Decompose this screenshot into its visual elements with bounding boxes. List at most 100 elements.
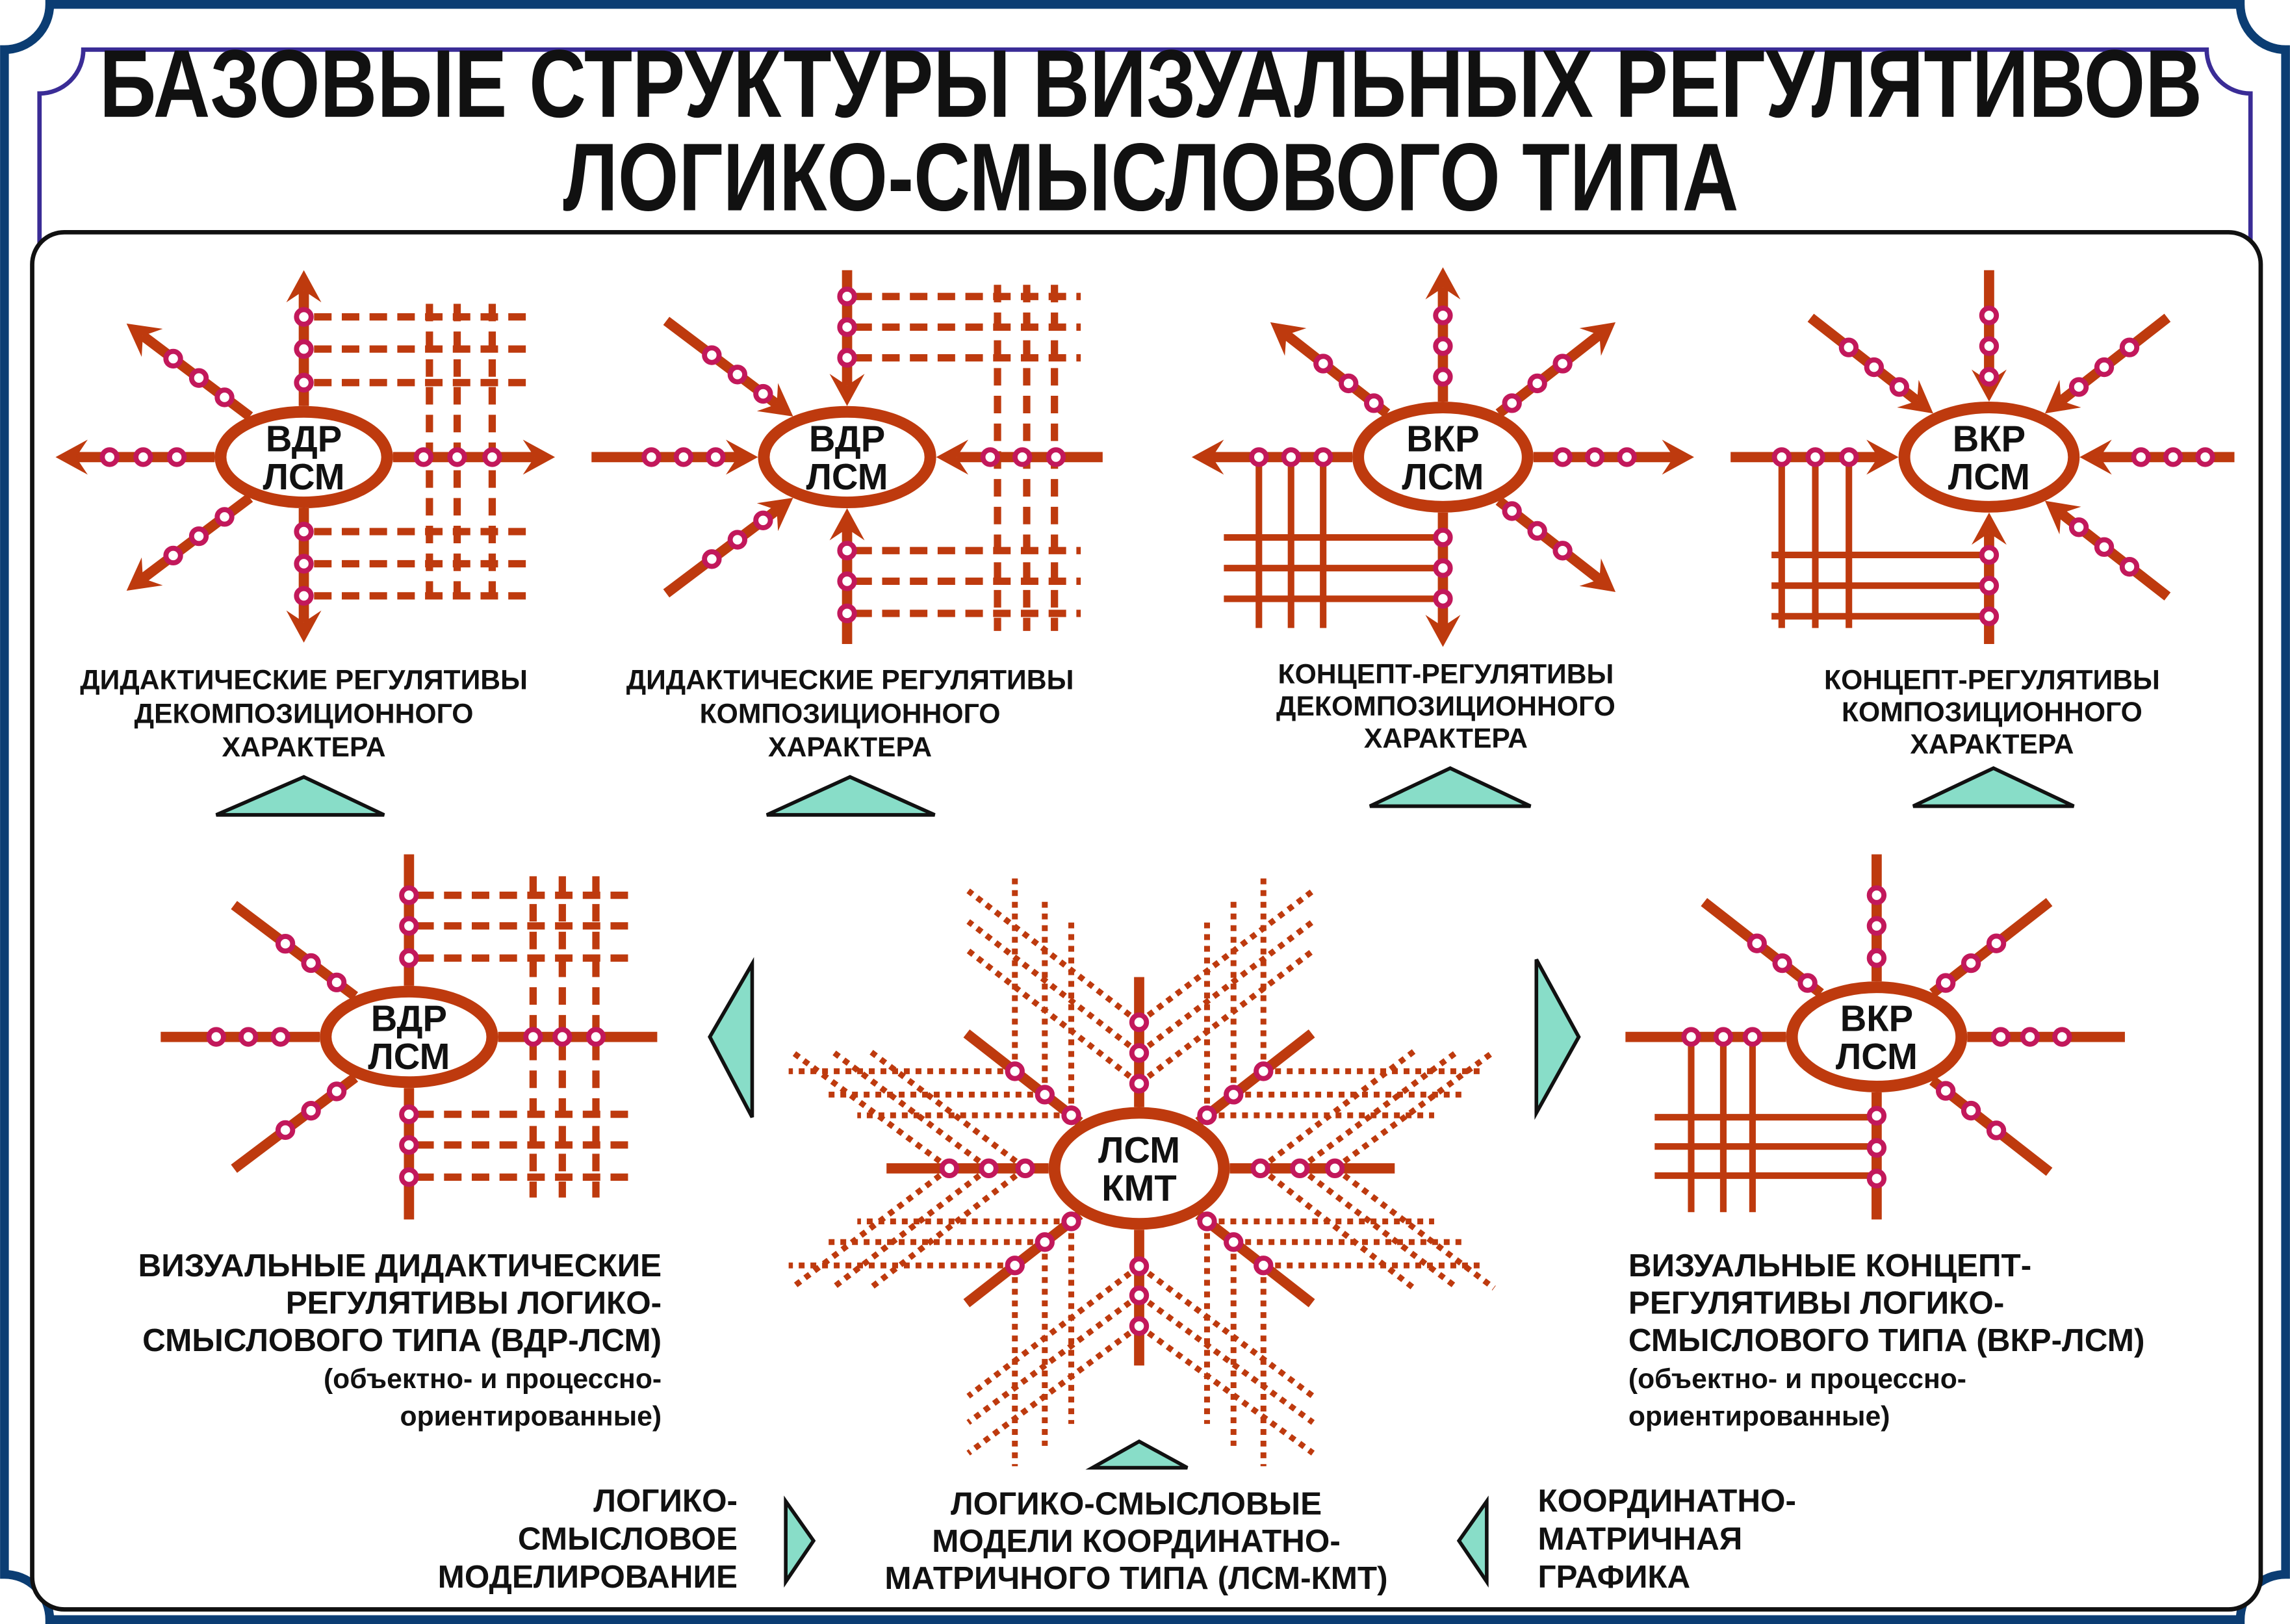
arrow-head-icon — [1425, 615, 1461, 647]
arrow-head-icon — [829, 374, 865, 406]
node-circle — [1502, 501, 1522, 521]
caption-d5-line: ориентированные) — [400, 1400, 662, 1432]
node-circle — [214, 387, 235, 407]
node-circle — [188, 526, 209, 547]
node-circle — [2163, 447, 2183, 467]
center-ellipse — [1048, 1107, 1230, 1230]
node-circle — [2094, 537, 2115, 557]
center-ellipse — [1898, 402, 2080, 513]
node-circle — [1502, 393, 1522, 413]
node-circle — [399, 1135, 419, 1155]
node-circle — [1046, 447, 1066, 467]
triangle-pointer-icon — [765, 775, 936, 817]
ellipse-label-bottom: ЛСМ — [806, 456, 888, 497]
node-circle — [837, 571, 857, 591]
arrow-head-icon — [55, 439, 88, 475]
triangle-pointer-icon — [215, 775, 385, 817]
arrow-head-icon — [829, 508, 865, 541]
node-circle — [1864, 357, 1885, 378]
node-circle — [133, 447, 153, 467]
center-ellipse — [214, 406, 393, 509]
node-circle — [1681, 1027, 1701, 1047]
node-circle — [706, 447, 726, 467]
node-circle — [275, 1120, 296, 1141]
ellipse-label-top: ВДР — [266, 418, 342, 459]
triangle-pointer-icon — [708, 957, 754, 1118]
caption-d4-line: ХАРАКТЕРА — [1910, 729, 2074, 760]
node-circle — [1772, 953, 1792, 973]
arrow-head-icon — [1662, 439, 1694, 475]
caption-d4-line: КОНЦЕПТ-РЕГУЛЯТИВЫ — [1824, 665, 2160, 696]
node-circle — [447, 447, 467, 467]
arrow-head-icon — [936, 439, 969, 475]
node-circle — [399, 948, 419, 968]
title-line-2: ЛОГИКО-СМЫСЛОВОГО ТИПА — [563, 124, 1738, 231]
ellipse-label-bottom: ЛСМ — [1402, 456, 1484, 497]
node-circle — [1339, 373, 1359, 394]
node-circle — [1035, 1232, 1055, 1252]
arrow-head-icon — [2044, 380, 2081, 414]
node-circle — [1866, 1168, 1887, 1189]
dotted-grid-line — [966, 1293, 1141, 1425]
caption-d5-line: ВИЗУАЛЬНЫЕ ДИДАКТИЧЕСКИЕ — [138, 1248, 662, 1283]
diagrams-layer: ВДРЛСМВДРЛСМВКРЛСМВКРЛСМВДРЛСМВКРЛСМЛСМК… — [55, 267, 2235, 1467]
node-circle — [1129, 1043, 1150, 1063]
caption-d1-line: ХАРАКТЕРА — [222, 732, 386, 763]
arrow-head-icon — [726, 439, 758, 475]
dotted-grid-line — [830, 1049, 991, 1171]
node-circle — [399, 885, 419, 905]
triangle-pointer-icon — [784, 1495, 816, 1588]
node-circle — [1433, 367, 1453, 387]
arrow-head-icon — [286, 610, 322, 643]
node-circle — [1839, 447, 1859, 467]
caption-bottom-right-line: МАТРИЧНАЯ — [1538, 1521, 1743, 1556]
node-circle — [2068, 517, 2089, 537]
node-circle — [399, 1167, 419, 1187]
arrow-head-icon — [1897, 380, 1933, 414]
caption-center-line: ЛОГИКО-СМЫСЛОВЫЕ — [951, 1486, 1322, 1521]
caption-bottom-right-line: ГРАФИКА — [1538, 1559, 1691, 1595]
node-circle — [2020, 1027, 2040, 1047]
arrow-head-icon — [1579, 322, 1616, 356]
caption-bottom-left-line: МОДЕЛИРОВАНИЕ — [438, 1559, 738, 1595]
node-circle — [673, 447, 694, 467]
node-circle — [1281, 447, 1301, 467]
node-circle — [294, 372, 314, 393]
node-circle — [1224, 1232, 1244, 1252]
caption-d6-line: (объектно- и процессно- — [1628, 1363, 1966, 1395]
node-circle — [399, 1104, 419, 1124]
node-circle — [1012, 447, 1033, 467]
spoke — [1195, 1029, 1315, 1126]
ellipse-label-top: ЛСМ — [1098, 1129, 1180, 1170]
caption-d1-line: ДИДАКТИЧЕСКИЕ РЕГУЛЯТИВЫ — [80, 665, 528, 696]
node-circle — [1866, 916, 1887, 936]
ellipse-label-bottom: ЛСМ — [1836, 1036, 1918, 1077]
node-circle — [552, 1027, 572, 1047]
caption-d6-line: ВИЗУАЛЬНЫЕ КОНЦЕПТ- — [1628, 1248, 2031, 1283]
node-circle — [206, 1027, 226, 1047]
node-circle — [1986, 933, 2007, 953]
dotted-grid-line — [966, 919, 1141, 1055]
arrow-head-icon — [1425, 267, 1461, 300]
node-circle — [2195, 447, 2215, 467]
node-circle — [1015, 1158, 1035, 1179]
node-circle — [1866, 948, 1887, 968]
node-circle — [1061, 1211, 1081, 1231]
node-circle — [702, 549, 722, 569]
ellipse-label-top: ВДР — [809, 418, 885, 459]
spoke — [963, 1210, 1083, 1308]
node-circle — [2119, 557, 2140, 577]
node-circle — [326, 972, 347, 992]
node-circle — [2068, 377, 2089, 397]
node-circle — [837, 287, 857, 307]
ellipse-label-bottom: ЛСМ — [1948, 456, 2030, 497]
arrow-head-icon — [1971, 512, 2007, 545]
node-circle — [238, 1027, 259, 1047]
node-circle — [1254, 1256, 1274, 1276]
node-circle — [1866, 1105, 1887, 1126]
node-circle — [1324, 1158, 1345, 1179]
